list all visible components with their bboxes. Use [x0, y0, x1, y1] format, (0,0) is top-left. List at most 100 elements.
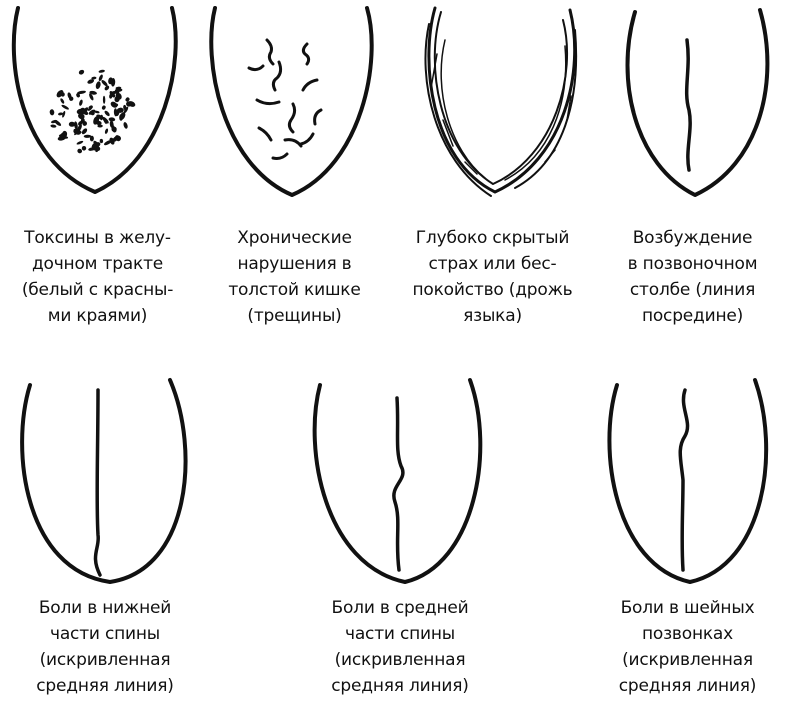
toxin-speck	[87, 107, 93, 111]
toxin-speck	[96, 120, 102, 126]
caption-line: (искривленная	[622, 650, 753, 670]
toxin-speck	[81, 128, 88, 135]
crack-mark	[313, 108, 323, 126]
toxin-speck	[113, 108, 118, 117]
caption-line: Токсины в желу-	[24, 228, 171, 248]
caption-line: столбе (линия	[629, 280, 756, 300]
toxin-speck	[77, 148, 83, 154]
toxin-speck	[119, 114, 124, 121]
caption-line: Глубоко скрытый	[415, 228, 570, 248]
toxin-speck	[58, 112, 64, 116]
toxin-speck	[112, 126, 117, 132]
caption-line: Хронические	[237, 228, 352, 248]
caption-line: толстой кишке	[228, 280, 361, 300]
toxin-speck	[82, 121, 88, 126]
caption-line: в позвоночном	[627, 254, 758, 274]
caption-line: страх или бес-	[428, 254, 557, 274]
caption-line: Боли в нижней	[38, 598, 172, 618]
toxin-speck	[76, 93, 80, 98]
crack-mark	[257, 126, 273, 142]
tongue-lower-back-illustration	[20, 378, 188, 584]
toxin-speck	[123, 106, 129, 114]
toxin-speck	[89, 93, 94, 101]
toxin-speck	[125, 97, 130, 102]
caption-lower-back: Боли в нижней части спины (искривленная …	[0, 595, 210, 699]
toxin-speck	[91, 144, 97, 151]
tongue-mid-back-panel: Боли в средней части спины (искривленная…	[295, 370, 505, 713]
crack-mark	[287, 102, 297, 134]
crack-mark	[299, 132, 315, 146]
toxin-speck	[104, 140, 112, 146]
tongue-toxins-illustration	[11, 6, 178, 194]
toxin-speck	[109, 90, 116, 98]
tongue-fear-panel: Глубоко скрытый страх или бес- покойство…	[395, 0, 590, 326]
tongue-spine-illustration	[625, 8, 770, 197]
caption-line: средняя линия)	[36, 676, 174, 696]
toxin-speck	[99, 138, 104, 144]
tongue-toxins-panel: Токсины в желу- дочном тракте (белый с к…	[0, 0, 195, 326]
toxin-speck	[110, 101, 118, 108]
tongue-neck-illustration	[607, 378, 769, 584]
crack-mark	[271, 152, 289, 160]
toxin-speck	[88, 109, 96, 115]
toxin-speck	[116, 107, 124, 113]
toxin-speck	[76, 140, 84, 145]
toxin-speck	[50, 120, 58, 124]
toxin-speck	[114, 96, 120, 103]
toxin-speck	[123, 104, 127, 111]
caption-line: средняя линия)	[618, 676, 757, 696]
crack-mark	[283, 138, 303, 148]
caption-line: Боли в шейных	[620, 598, 755, 618]
toxin-speck	[68, 121, 76, 127]
toxin-speck	[49, 109, 55, 116]
caption-line: позвонках	[641, 624, 734, 644]
caption-line: (белый с красны-	[21, 280, 174, 300]
caption-line: дочном тракте	[31, 254, 164, 274]
toxin-speck	[74, 121, 78, 130]
toxin-speck	[97, 124, 103, 128]
caption-line: части спины	[49, 624, 160, 644]
caption-mid-back: Боли в средней части спины (искривленная…	[295, 595, 505, 699]
toxin-speck	[99, 114, 104, 121]
toxin-speck	[95, 81, 101, 90]
toxin-speck	[79, 99, 83, 106]
toxin-speck	[60, 98, 65, 104]
toxin-speck	[89, 135, 94, 142]
toxin-speck	[123, 122, 128, 129]
tongue-spine-panel: Возбуждение в позвоночном столбе (линия …	[595, 0, 790, 326]
toxin-speck	[95, 146, 101, 151]
toxin-speck	[87, 79, 95, 84]
caption-fear: Глубоко скрытый страх или бес- покойство…	[395, 225, 590, 329]
caption-neck: Боли в шейных позвонках (искривленная ср…	[585, 595, 790, 699]
crack-mark	[265, 38, 275, 66]
caption-line: (искривленная	[334, 650, 466, 670]
tongue-neck-panel: Боли в шейных позвонках (искривленная ср…	[585, 370, 790, 713]
toxin-speck	[112, 135, 120, 142]
toxin-speck	[102, 95, 106, 104]
toxin-speck	[56, 90, 64, 98]
caption-line: ми краями)	[47, 306, 148, 326]
caption-line: посредине)	[641, 306, 744, 326]
toxin-speck	[62, 110, 66, 118]
toxin-speck	[94, 110, 100, 114]
toxin-speck	[77, 90, 86, 95]
caption-spine: Возбуждение в позвоночном столбе (линия …	[595, 225, 790, 329]
toxin-speck	[81, 146, 87, 151]
tongue-fear-illustration	[424, 6, 578, 197]
tongue-lower-back-panel: Боли в нижней части спины (искривленная …	[0, 370, 210, 713]
caption-toxins: Токсины в желу- дочном тракте (белый с к…	[0, 225, 195, 329]
crack-mark	[247, 64, 265, 72]
toxin-speck	[101, 105, 106, 110]
toxin-speck	[104, 128, 109, 134]
caption-line: Боли в средней	[331, 598, 469, 618]
toxin-speck	[78, 113, 85, 120]
toxin-speck	[68, 96, 74, 101]
toxin-speck	[60, 135, 69, 139]
crack-mark	[301, 78, 319, 92]
caption-line: средняя линия)	[331, 676, 469, 696]
toxin-speck	[102, 116, 107, 125]
toxin-speck	[114, 88, 123, 93]
caption-line: (трещины)	[247, 306, 342, 326]
toxin-speck	[61, 104, 69, 110]
toxin-speck	[104, 110, 110, 117]
